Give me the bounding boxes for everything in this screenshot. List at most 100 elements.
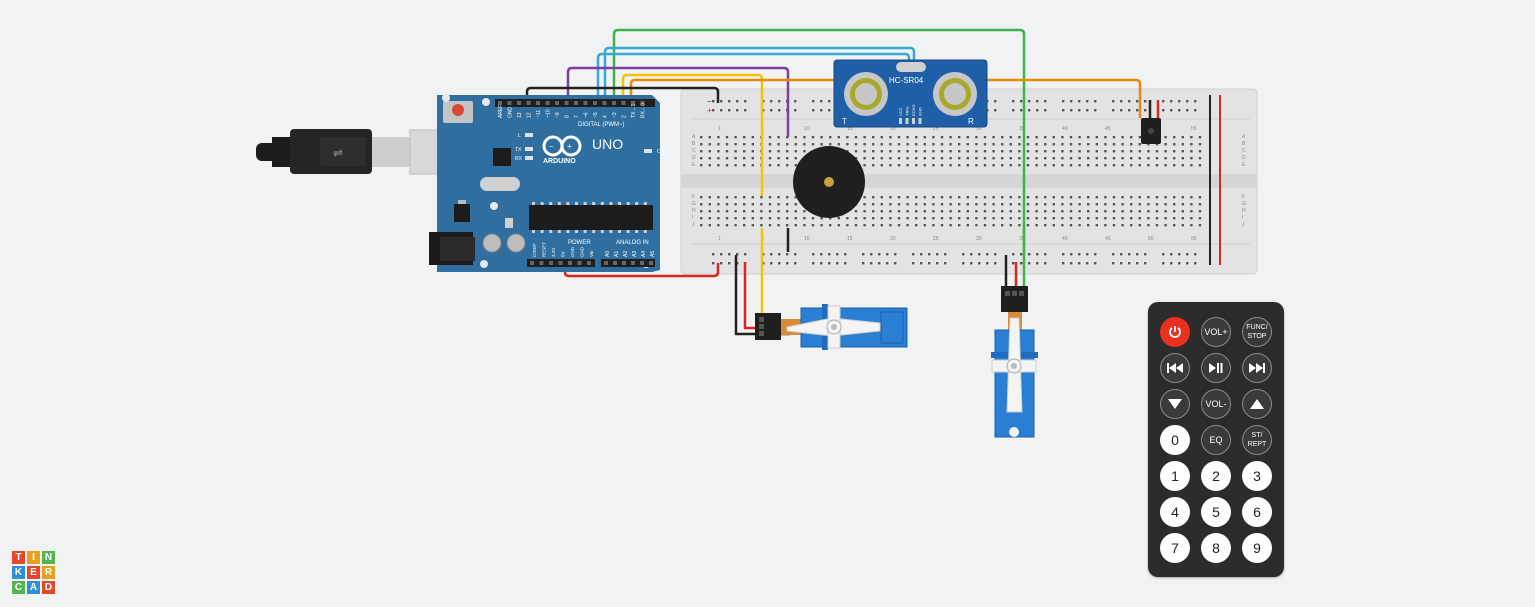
breadboard-hole[interactable] [1181, 164, 1184, 167]
breadboard-hole[interactable] [1121, 150, 1124, 153]
breadboard-hole[interactable] [1078, 164, 1081, 167]
breadboard-hole[interactable] [743, 136, 746, 139]
breadboard-hole[interactable] [846, 136, 849, 139]
rail-hole[interactable] [786, 253, 789, 256]
breadboard-hole[interactable] [966, 210, 969, 213]
breadboard-hole[interactable] [1138, 143, 1141, 146]
rail-hole[interactable] [1062, 100, 1065, 103]
breadboard-hole[interactable] [768, 217, 772, 220]
breadboard-hole[interactable] [1164, 157, 1167, 160]
breadboard-hole[interactable] [863, 203, 866, 206]
breadboard-hole[interactable] [854, 210, 858, 213]
rail-hole[interactable] [1112, 262, 1115, 265]
breadboard-hole[interactable] [1138, 224, 1141, 227]
rail-hole[interactable] [1170, 262, 1173, 265]
breadboard-hole[interactable] [958, 157, 961, 160]
rail-hole[interactable] [1012, 109, 1015, 112]
breadboard-hole[interactable] [1138, 136, 1141, 139]
breadboard-hole[interactable] [872, 143, 875, 146]
breadboard-hole[interactable] [889, 203, 892, 206]
rail-hole[interactable] [1044, 262, 1047, 265]
breadboard-hole[interactable] [1078, 196, 1081, 199]
breadboard-hole[interactable] [1044, 203, 1047, 206]
breadboard-hole[interactable] [837, 136, 840, 139]
breadboard-hole[interactable] [992, 157, 995, 160]
breadboard-hole[interactable] [1130, 217, 1133, 220]
breadboard-hole[interactable] [897, 224, 901, 227]
breadboard-hole[interactable] [1052, 203, 1055, 206]
breadboard-hole[interactable] [708, 164, 711, 167]
breadboard-hole[interactable] [1001, 210, 1004, 213]
analog-pin[interactable] [649, 261, 653, 265]
digital-pin[interactable] [621, 101, 626, 105]
breadboard-hole[interactable] [820, 143, 823, 146]
breadboard-hole[interactable] [794, 217, 797, 220]
breadboard-hole[interactable] [725, 203, 729, 206]
rail-hole[interactable] [870, 262, 873, 265]
breadboard-hole[interactable] [940, 217, 944, 220]
breadboard-hole[interactable] [1173, 203, 1176, 206]
breadboard-hole[interactable] [717, 164, 720, 167]
breadboard-hole[interactable] [1190, 157, 1193, 160]
breadboard-hole[interactable] [975, 196, 978, 199]
breadboard-hole[interactable] [854, 224, 858, 227]
breadboard-hole[interactable] [1181, 136, 1184, 139]
breadboard-hole[interactable] [975, 150, 978, 153]
breadboard-hole[interactable] [751, 196, 754, 199]
breadboard-hole[interactable] [786, 210, 789, 213]
prev-button[interactable] [1160, 353, 1190, 383]
breadboard-hole[interactable] [932, 203, 935, 206]
digital-pin[interactable] [602, 101, 607, 105]
breadboard-hole[interactable] [768, 196, 772, 199]
rail-hole[interactable] [1194, 253, 1197, 256]
breadboard-hole[interactable] [958, 210, 961, 213]
breadboard-hole[interactable] [1190, 217, 1193, 220]
breadboard-hole[interactable] [743, 210, 746, 213]
rail-hole[interactable] [1062, 262, 1065, 265]
breadboard-hole[interactable] [734, 196, 737, 199]
rail-hole[interactable] [936, 262, 939, 265]
rail-hole[interactable] [1070, 253, 1073, 256]
breadboard-hole[interactable] [923, 203, 926, 206]
breadboard-hole[interactable] [897, 143, 901, 146]
breadboard-hole[interactable] [975, 143, 978, 146]
breadboard-hole[interactable] [1130, 196, 1133, 199]
power-pin[interactable] [539, 261, 544, 265]
rail-hole[interactable] [920, 253, 923, 256]
rail-hole[interactable] [970, 262, 973, 265]
breadboard-hole[interactable] [1095, 196, 1098, 199]
breadboard-hole[interactable] [863, 157, 866, 160]
breadboard-hole[interactable] [1121, 217, 1124, 220]
breadboard-hole[interactable] [1087, 164, 1090, 167]
rail-hole[interactable] [1020, 253, 1023, 256]
breadboard-hole[interactable] [846, 224, 849, 227]
breadboard-hole[interactable] [906, 217, 909, 220]
breadboard-hole[interactable] [1001, 217, 1004, 220]
rail-hole[interactable] [812, 100, 815, 103]
rail-hole[interactable] [1028, 100, 1031, 103]
breadboard-hole[interactable] [1044, 136, 1047, 139]
breadboard-hole[interactable] [1044, 143, 1047, 146]
breadboard-hole[interactable] [958, 224, 961, 227]
power-pin[interactable] [568, 261, 572, 265]
breadboard-hole[interactable] [1104, 143, 1107, 146]
breadboard-hole[interactable] [1026, 217, 1030, 220]
breadboard-hole[interactable] [1035, 136, 1038, 139]
usb-cable[interactable]: ⇌ [256, 129, 443, 175]
breadboard-hole[interactable] [794, 164, 797, 167]
breadboard-hole[interactable] [1173, 196, 1176, 199]
rail-hole[interactable] [770, 262, 773, 265]
breadboard-hole[interactable] [1138, 157, 1141, 160]
rail-hole[interactable] [1194, 100, 1197, 103]
breadboard-hole[interactable] [1198, 210, 1202, 213]
breadboard-hole[interactable] [1069, 203, 1073, 206]
rail-hole[interactable] [1170, 100, 1173, 103]
breadboard-hole[interactable] [1164, 143, 1167, 146]
breadboard-hole[interactable] [786, 196, 789, 199]
breadboard-hole[interactable] [1087, 136, 1090, 139]
rail-hole[interactable] [1078, 253, 1081, 256]
rail-hole[interactable] [978, 262, 981, 265]
breadboard-hole[interactable] [880, 217, 883, 220]
